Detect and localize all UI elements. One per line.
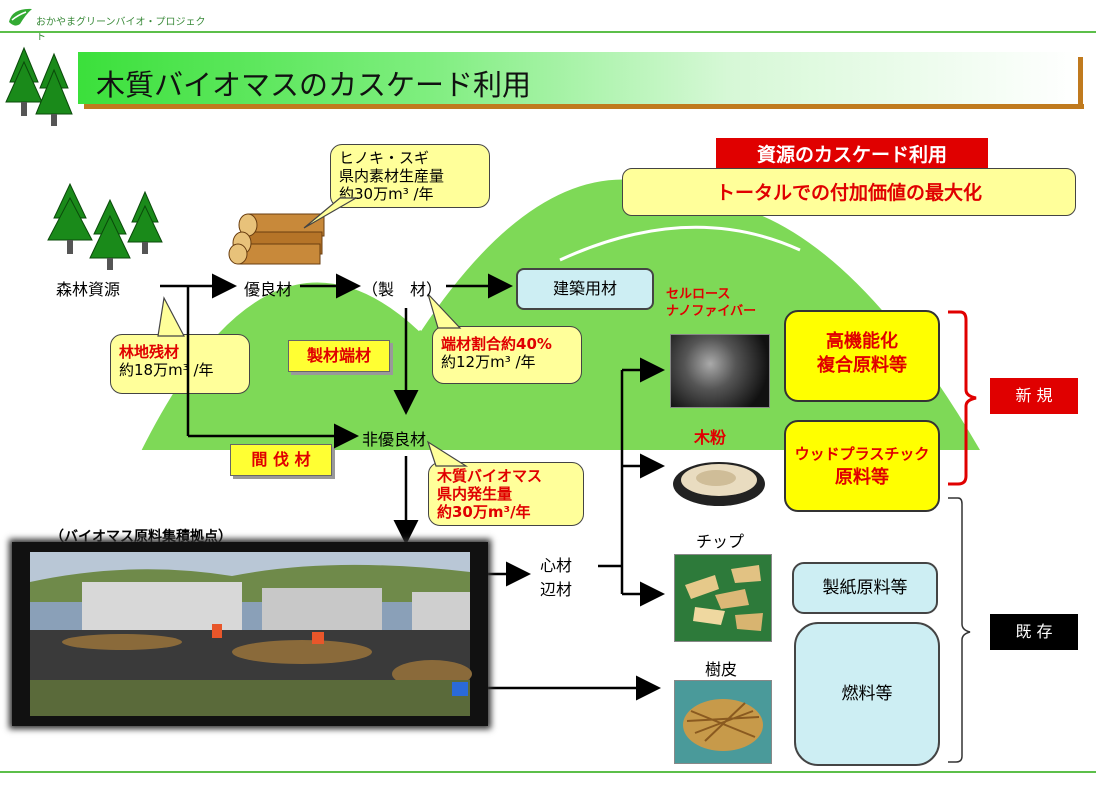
new-category-tag: 新 規 — [990, 378, 1078, 414]
callout-pointer — [427, 293, 462, 329]
logo-text: おかやまグリーンバイオ・プロジェクト — [36, 17, 206, 43]
callout-pointer — [426, 440, 469, 467]
forest-resource-label: 森林資源 — [56, 280, 121, 299]
title-edge — [1078, 57, 1083, 109]
box-line: 原料等 — [835, 467, 889, 488]
callout-line: 約12万m³ /年 — [441, 353, 536, 371]
chip-label: チップ — [695, 532, 744, 551]
paper-material-box: 製紙原料等 — [792, 562, 938, 614]
title-bar — [78, 52, 1078, 104]
title-tree-icon — [5, 46, 73, 126]
callout-offcut-rate: 端材割合約40% 約12万m³ /年 — [432, 326, 582, 384]
sawmill-label: （製 材） — [362, 280, 443, 299]
callout-line: 林地残材 — [119, 343, 180, 361]
good-timber-label: 優良材 — [244, 280, 293, 299]
fuel-box: 燃料等 — [794, 622, 940, 766]
box-line: ウッドプラスチック — [794, 445, 930, 463]
title-shadow — [84, 104, 1084, 109]
header-divider — [0, 31, 1096, 33]
thinned-wood-label: 間 伐 材 — [230, 444, 332, 476]
callout-pointer — [157, 296, 185, 337]
callout-forest-residue: 林地残材 約18万m³ /年 — [110, 334, 250, 394]
wood-flour-photo — [670, 450, 768, 510]
biomass-hub-label: （バイオマス原料集積拠点） — [50, 529, 232, 545]
callout-line: 約30万m³/年 — [437, 503, 531, 521]
cascade-red-label: 資源のカスケード利用 — [716, 138, 988, 172]
callout-line: 端材割合約40% — [441, 335, 552, 353]
callout-line: 県内発生量 — [437, 485, 513, 503]
callout-biomass: 木質バイオマス 県内発生量 約30万m³/年 — [428, 462, 584, 526]
tag-line: セルロース — [666, 287, 731, 302]
callout-line: 約30万m³ /年 — [339, 185, 434, 203]
callout-hinoki: ヒノキ・スギ 県内素材生産量 約30万m³ /年 — [330, 144, 490, 208]
box-line: 高機能化 — [826, 331, 898, 352]
chip-photo — [674, 554, 772, 642]
wood-plastic-box: ウッドプラスチック 原料等 — [784, 420, 940, 512]
footer-divider — [0, 771, 1096, 773]
value-max-banner: トータルでの付加価値の最大化 — [622, 168, 1076, 216]
bark-photo — [674, 680, 772, 764]
page-title: 木質バイオマスのカスケード利用 — [96, 68, 532, 102]
callout-line: 約18万m³ /年 — [119, 361, 214, 379]
forest-trees-icon — [47, 182, 163, 270]
existing-category-tag: 既 存 — [990, 614, 1078, 650]
wood-flour-label: 木粉 — [693, 428, 726, 447]
bark-label: 樹皮 — [704, 660, 737, 679]
cellulose-nanofiber-label: セルロース ナノファイバー — [666, 286, 776, 320]
construction-material-box: 建築用材 — [516, 268, 654, 310]
high-function-composite-box: 高機能化 複合原料等 — [784, 310, 940, 402]
callout-pointer — [303, 197, 359, 229]
box-line: 複合原料等 — [817, 355, 907, 376]
sapwood-label: 辺材 — [540, 580, 573, 599]
callout-line: 木質バイオマス — [437, 467, 543, 485]
biomass-hub-photo — [12, 542, 488, 726]
header-logo: おかやまグリーンバイオ・プロジェクト — [6, 6, 206, 43]
project-logo-icon — [9, 8, 32, 26]
cellulose-nanofiber-photo — [670, 334, 770, 408]
callout-line: ヒノキ・スギ — [339, 149, 430, 167]
tag-line: ナノファイバー — [666, 304, 757, 319]
heartwood-label: 心材 — [540, 556, 573, 575]
sawmill-offcut-label: 製材端材 — [288, 340, 390, 372]
logs-icon — [228, 213, 325, 265]
non-good-timber-label: 非優良材 — [362, 430, 427, 449]
callout-line: 県内素材生産量 — [339, 167, 445, 185]
